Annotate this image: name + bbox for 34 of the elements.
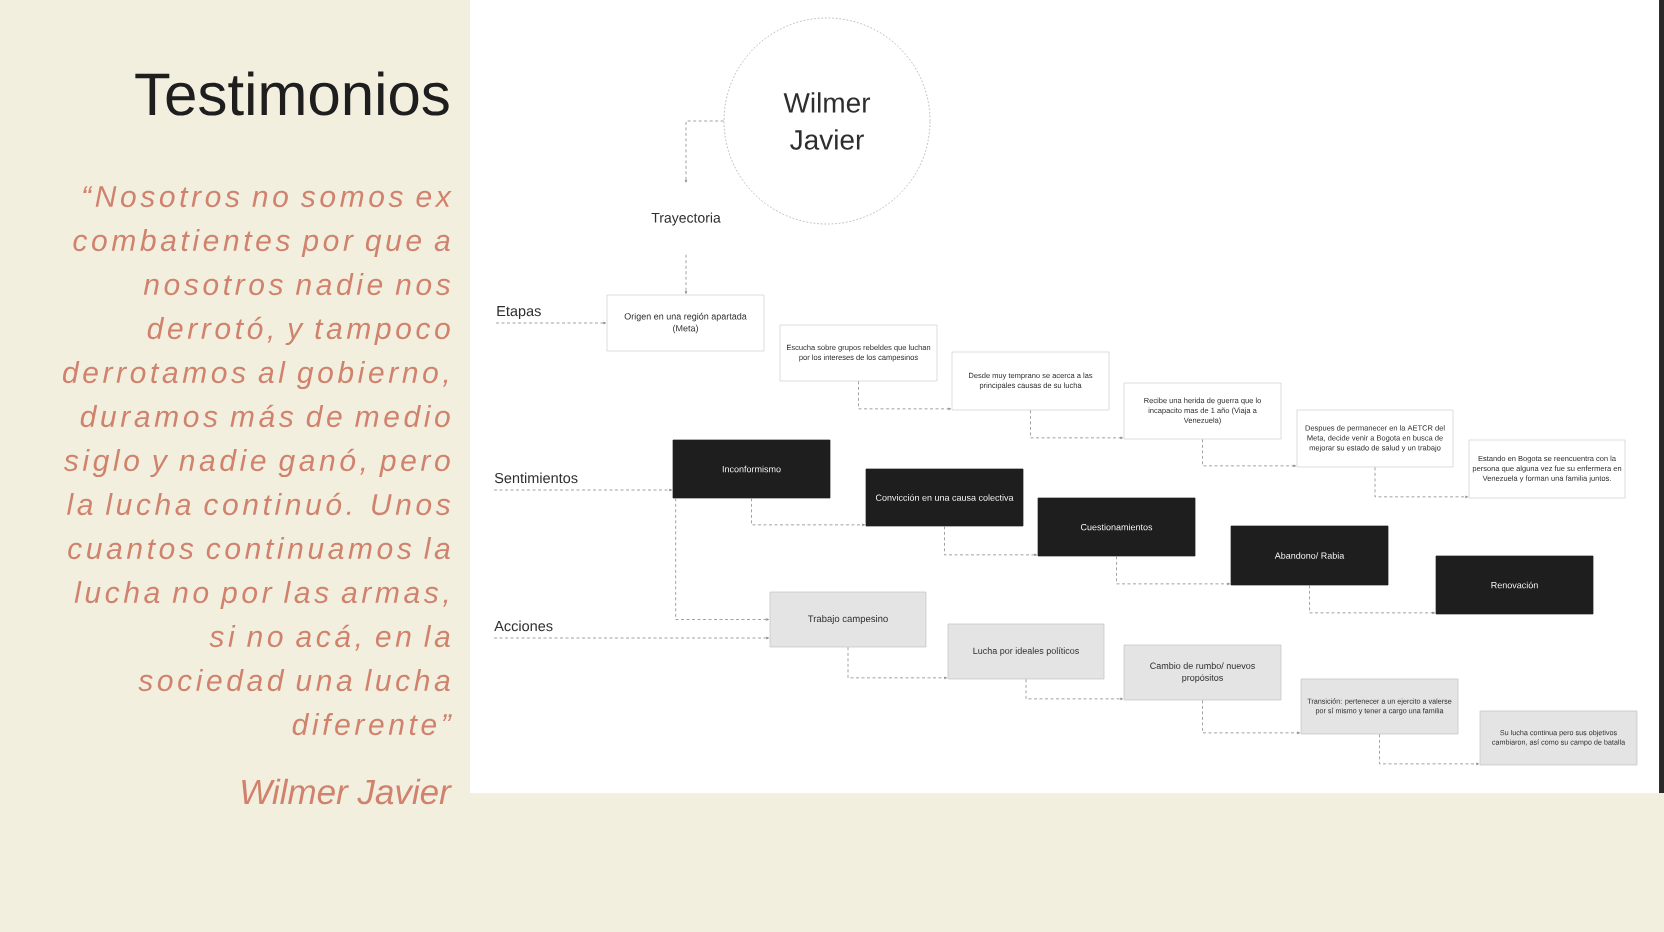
feeling-box: Inconformismo [672, 439, 831, 499]
action-box: Lucha por ideales políticos [947, 623, 1105, 680]
connector-arrow [1116, 555, 1230, 586]
feeling-box: Convicción en una causa colectiva [865, 468, 1024, 527]
connector-arrow [493, 488, 672, 492]
connector-arrow [1202, 699, 1300, 735]
connector-arrow [1309, 584, 1435, 615]
author-name: Wilmer Javier [242, 778, 452, 805]
connector-arrow [858, 380, 951, 411]
feeling-box: Abandono/ Rabia [1230, 525, 1389, 586]
connector-arrow [684, 254, 688, 294]
action-box: Trabajo campesino [769, 591, 927, 648]
feeling-box: Renovación [1435, 555, 1594, 615]
connector-arrow [1374, 466, 1468, 499]
action-box: Cambio de rumbo/ nuevos propósitos [1123, 644, 1282, 701]
section-label: Trayectoria [651, 212, 721, 226]
feeling-box: Cuestionamientos [1037, 497, 1196, 557]
connector-arrow [1030, 409, 1123, 440]
connector-arrow [847, 646, 947, 680]
connector-arrow [493, 636, 769, 640]
connector-arrow [944, 525, 1037, 557]
row-label: Etapas [497, 306, 541, 319]
connector-arrow [1379, 733, 1479, 766]
connector-arrow [675, 497, 769, 621]
quote-text: “Nosotros no somos ex combatientes por que a nosotros nadie nos derrotó, y tampoco derrotamos al gobierno, duramos más de medio siglo y nadie ganó, pero la lucha continuó. Unos cuantos continuamos la lucha no por las armas, si no acá, en la sociedad una lucha diferente” [62, 186, 452, 736]
title: Testimonios [135, 71, 449, 116]
connector-arrow [495, 321, 606, 325]
row-label: Acciones [494, 620, 553, 632]
connector-arrow [1025, 678, 1123, 701]
connector-arrow [751, 497, 865, 527]
row-label: Sentimientos [494, 472, 578, 484]
connector-arrow [684, 120, 725, 183]
connector-arrow [1202, 438, 1296, 468]
stage-box: Origen en una región apartada (Meta) [606, 294, 765, 352]
